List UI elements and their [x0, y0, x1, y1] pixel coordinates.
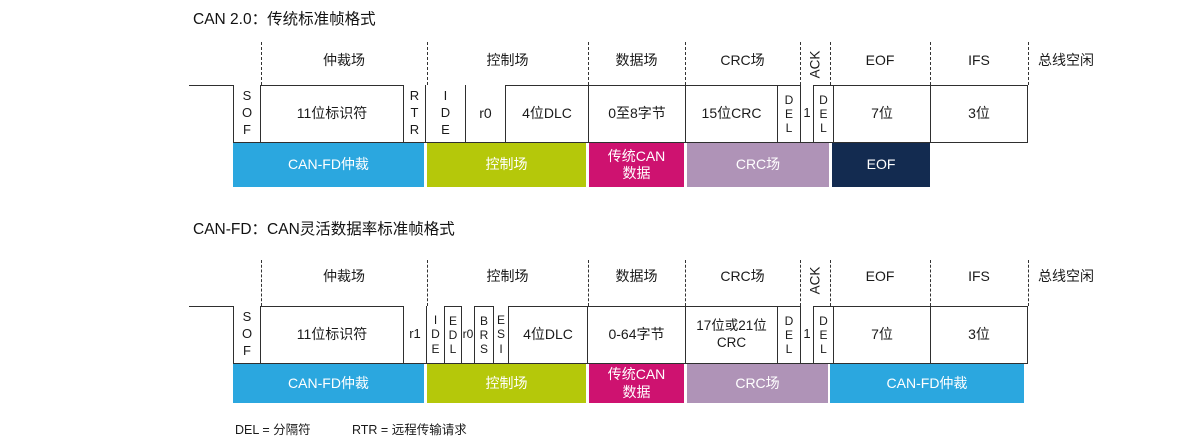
field-label-control: 控制场: [486, 268, 529, 284]
band-crc-field: CRC场: [687, 364, 828, 403]
dashed-divider: [427, 260, 428, 306]
field-label-eof: EOF: [865, 52, 895, 68]
dashed-divider: [261, 42, 262, 85]
cell-ifs-bits: 3位: [930, 306, 1028, 364]
legend-rtr: RTR = 远程传输请求: [352, 423, 467, 437]
field-label-ack: ACK: [799, 44, 831, 84]
cell-ack-delimiter: D E L: [813, 85, 833, 143]
cell-data-bytes: 0至8字节: [588, 85, 685, 143]
dashed-divider: [830, 42, 831, 85]
band-crc-field: CRC场: [687, 143, 829, 187]
dashed-divider: [800, 260, 801, 306]
cell-sof: S O F: [233, 85, 260, 143]
cell-data-bytes: 0-64字节: [587, 306, 685, 364]
field-label-data: 数据场: [615, 268, 658, 284]
cell-ack-slot: 1: [800, 306, 813, 364]
cell-identifier: 11位标识符: [260, 306, 403, 364]
cell-crc-delimiter: D E L: [777, 306, 800, 364]
dashed-divider: [261, 260, 262, 306]
field-label-ack: ACK: [799, 260, 831, 300]
dashed-divider: [930, 42, 931, 85]
band-canfd-arbitration: CAN-FD仲裁: [233, 364, 424, 403]
field-label-data: 数据场: [615, 52, 658, 68]
cell-dlc: 4位DLC: [508, 306, 587, 364]
dashed-divider: [588, 260, 589, 306]
dashed-divider: [800, 42, 801, 85]
diagram2-title: CAN-FD：CAN灵活数据率标准帧格式: [193, 221, 455, 238]
band-canfd-arbitration: CAN-FD仲裁: [233, 143, 424, 187]
diagram1-title: CAN 2.0：传统标准帧格式: [193, 11, 376, 28]
dashed-divider: [685, 42, 686, 85]
band-classic-can-data: 传统CAN 数据: [589, 143, 684, 187]
field-label-bus-idle: 总线空闲: [1038, 52, 1094, 68]
band-classic-can-data: 传统CAN 数据: [589, 364, 684, 403]
cell-r1: r1: [403, 306, 426, 364]
field-label-control: 控制场: [486, 52, 529, 68]
field-label-arbitration: 仲裁场: [323, 268, 365, 284]
field-label-ifs: IFS: [968, 268, 990, 284]
cell-identifier: 11位标识符: [260, 85, 403, 143]
bus-idle-lead-line: [189, 85, 233, 143]
cell-esi: E S I: [493, 306, 508, 364]
band-control-field: 控制场: [427, 364, 586, 403]
dashed-divider: [1028, 260, 1029, 306]
legend-del: DEL = 分隔符: [235, 423, 311, 437]
cell-crc: 17位或21位 CRC: [685, 306, 777, 364]
cell-r0: r0: [465, 85, 505, 143]
cell-crc-delimiter: D E L: [777, 85, 800, 143]
dashed-divider: [830, 260, 831, 306]
field-label-ifs: IFS: [968, 52, 990, 68]
band-eof: EOF: [832, 143, 930, 187]
cell-ide: I D E: [426, 306, 444, 364]
dashed-divider: [1028, 42, 1029, 85]
band-canfd-arbitration-end: CAN-FD仲裁: [830, 364, 1024, 403]
cell-ifs-bits: 3位: [930, 85, 1028, 143]
field-label-eof: EOF: [865, 268, 895, 284]
field-label-crc: CRC场: [720, 52, 765, 68]
cell-ide: I D E: [425, 85, 465, 143]
cell-rtr: R T R: [403, 85, 425, 143]
band-control-field: 控制场: [427, 143, 586, 187]
ack-rotated-text: ACK: [807, 50, 823, 78]
cell-eof-bits: 7位: [833, 306, 930, 364]
cell-ack-slot: 1: [800, 85, 813, 143]
field-label-crc: CRC场: [720, 268, 765, 284]
cell-eof-bits: 7位: [833, 85, 930, 143]
cell-sof: S O F: [233, 306, 260, 364]
cell-r0: r0: [461, 306, 474, 364]
field-label-bus-idle: 总线空闲: [1038, 268, 1094, 284]
ack-rotated-text: ACK: [807, 266, 823, 294]
dashed-divider: [588, 42, 589, 85]
dashed-divider: [930, 260, 931, 306]
bus-idle-lead-line: [189, 306, 233, 364]
dashed-divider: [685, 260, 686, 306]
dashed-divider: [427, 42, 428, 85]
cell-dlc: 4位DLC: [505, 85, 588, 143]
cell-edl: E D L: [444, 306, 461, 364]
cell-crc: 15位CRC: [685, 85, 777, 143]
cell-ack-delimiter: D E L: [813, 306, 833, 364]
cell-brs: B R S: [474, 306, 493, 364]
field-label-arbitration: 仲裁场: [323, 52, 365, 68]
